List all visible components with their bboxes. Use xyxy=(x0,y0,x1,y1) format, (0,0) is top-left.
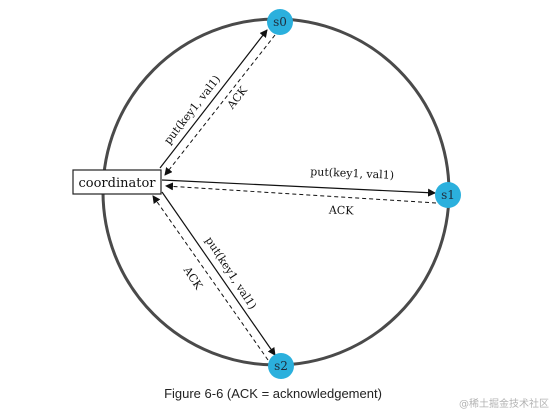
put-label-s1: put(key1, val1) xyxy=(310,165,394,182)
ack-arrow-s1 xyxy=(165,182,437,204)
edge-to-s1: put(key1, val1) ACK xyxy=(161,165,437,218)
ack-label-s1: ACK xyxy=(328,203,355,217)
ack-arrow-s2 xyxy=(152,195,269,361)
server-node-s2: s2 xyxy=(268,353,294,379)
put-arrow-s2 xyxy=(161,191,276,356)
server-s1-label: s1 xyxy=(441,188,455,202)
server-node-s0: s0 xyxy=(267,9,293,35)
put-arrow-s1 xyxy=(161,179,436,197)
server-s2-circle xyxy=(268,353,294,379)
coordinator-label: coordinator xyxy=(78,176,156,191)
coordinator-box xyxy=(72,169,162,195)
ack-arrow-s0 xyxy=(164,34,276,176)
server-node-s1: s1 xyxy=(435,182,461,208)
put-label-s0: put(key1, val1) xyxy=(161,73,223,147)
server-s1-circle xyxy=(435,182,461,208)
ack-label-s2: ACK xyxy=(180,263,205,292)
server-s0-label: s0 xyxy=(273,15,287,29)
server-s2-label: s2 xyxy=(274,359,288,373)
put-arrow-s0 xyxy=(159,29,268,169)
server-s0-circle xyxy=(267,9,293,35)
figure-caption: Figure 6-6 (ACK = acknowledgement) xyxy=(164,386,382,401)
coordinator-node: coordinator xyxy=(72,169,162,195)
put-label-s2: put(key1, val1) xyxy=(203,234,260,311)
edge-to-s2: put(key1, val1) ACK xyxy=(152,191,276,361)
ack-label-s0: ACK xyxy=(224,84,250,113)
watermark-text: @稀土掘金技术社区 xyxy=(459,397,549,410)
